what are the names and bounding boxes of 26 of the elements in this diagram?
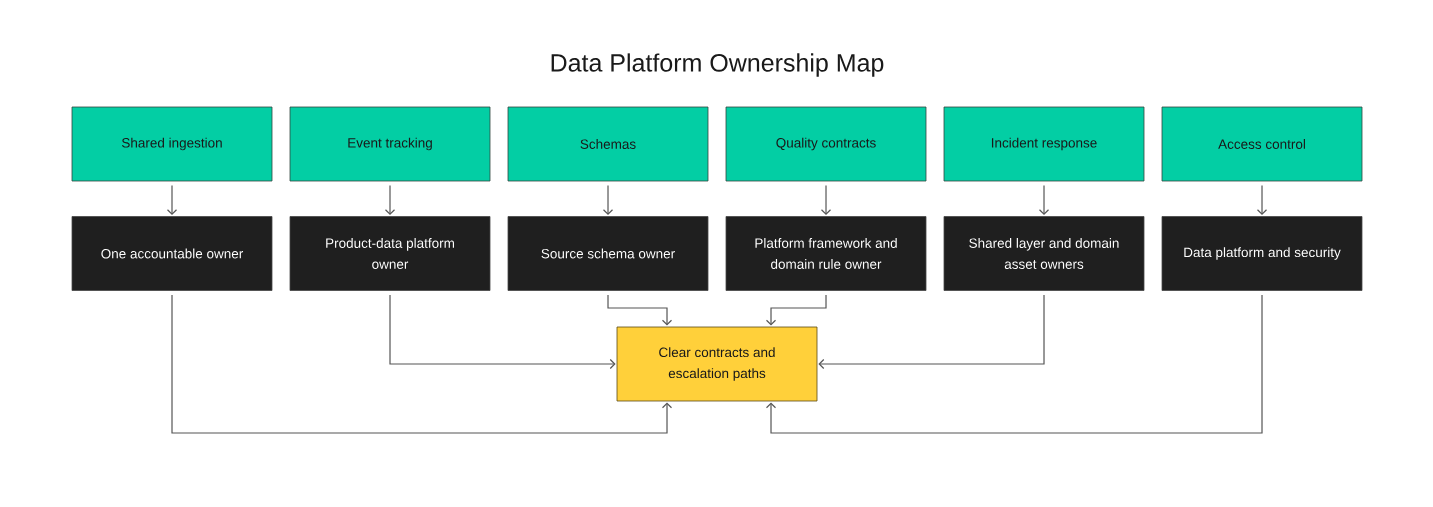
topic-box: Incident response <box>943 106 1145 182</box>
arrow <box>765 294 827 326</box>
arrow <box>820 184 832 216</box>
owner-box: One accountable owner <box>71 216 273 291</box>
arrow <box>389 294 616 370</box>
outcome-box: Clear contracts and escalation paths <box>616 326 818 402</box>
owner-box: Source schema owner <box>507 216 709 291</box>
diagram-title: Data Platform Ownership Map <box>551 53 884 77</box>
topic-box: Event tracking <box>289 106 491 182</box>
arrow <box>166 184 178 216</box>
owner-box: Product-data platform owner <box>289 216 491 291</box>
owner-box: Data platform and security <box>1161 216 1363 291</box>
topic-box: Access control <box>1161 106 1363 182</box>
arrow <box>818 294 1045 370</box>
owner-box: Shared layer and domain asset owners <box>943 216 1145 291</box>
topic-box: Schemas <box>507 106 709 182</box>
arrow <box>171 294 673 434</box>
arrow <box>1256 184 1268 216</box>
arrow <box>607 294 673 326</box>
owner-box: Platform framework and domain rule owner <box>725 216 927 291</box>
topic-box: Quality contracts <box>725 106 927 182</box>
topic-box: Shared ingestion <box>71 106 273 182</box>
arrow <box>1038 184 1050 216</box>
arrow <box>602 184 614 216</box>
arrow <box>384 184 396 216</box>
arrow <box>765 294 1263 434</box>
